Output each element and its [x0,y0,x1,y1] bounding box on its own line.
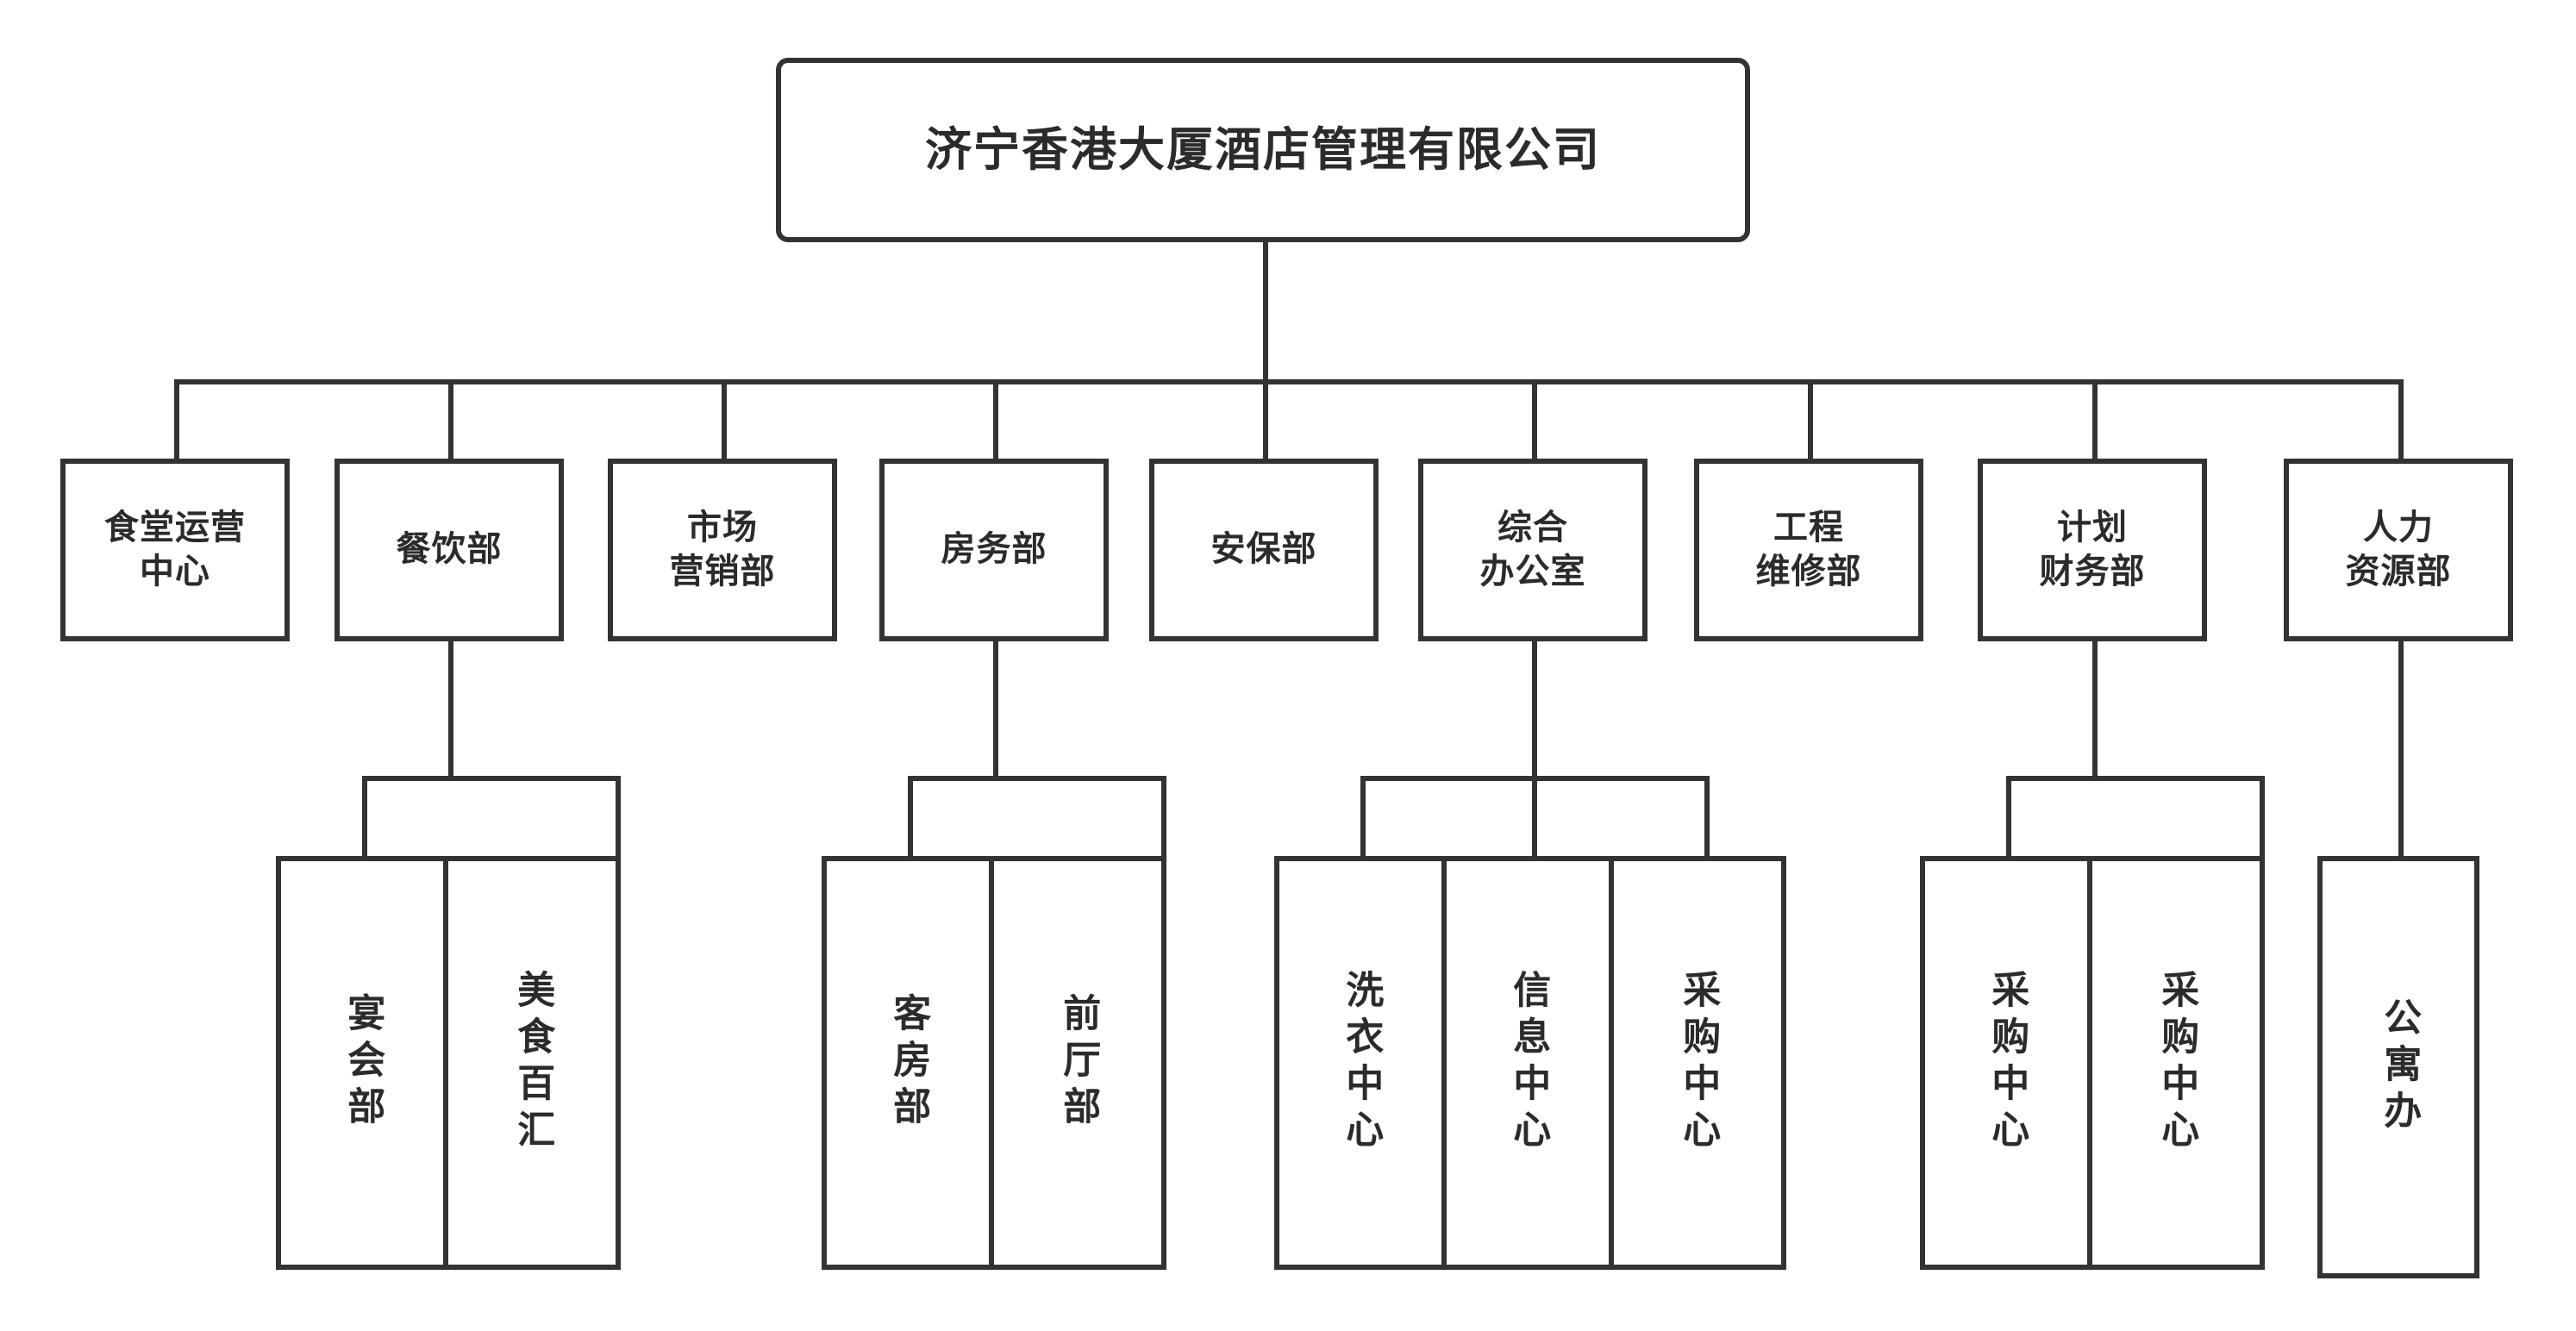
connector-drop-purchase3 [2260,776,2265,856]
org-node-label: 安保部 [1210,529,1317,570]
connector-drop-rooms [993,379,998,461]
connector-catering-bar [362,776,621,781]
connector-drop-purchase2 [2006,776,2011,856]
org-node-label: 综合 办公室 [1479,507,1586,591]
org-node-root[interactable]: 济宁香港大厦酒店管理有限公司 [776,58,1750,242]
connector-drop-frontdesk [1161,776,1166,856]
connector-finance-stem [2092,641,2098,778]
connector-drop-canteen [174,379,179,461]
org-node-frontdesk[interactable]: 前厅部 [989,856,1166,1270]
org-node-finance[interactable]: 计划 财务部 [1978,459,2207,641]
connector-level1-bus [174,379,2401,384]
connector-admin-stem [1532,641,1537,778]
org-node-banquet[interactable]: 宴会部 [276,856,448,1270]
org-node-canteen[interactable]: 食堂运营 中心 [60,459,290,641]
org-node-label: 宴会部 [341,993,385,1133]
org-node-label: 信息中心 [1506,970,1551,1156]
connector-catering-stem [448,641,453,778]
org-node-apartment[interactable]: 公寓办 [2317,856,2479,1278]
org-node-purchase2[interactable]: 采购中心 [1920,856,2092,1270]
org-node-label: 人力 资源部 [2345,507,2452,591]
org-node-label: 采购中心 [1985,970,2029,1156]
org-node-label: 美食百汇 [510,970,555,1156]
org-node-purchase1[interactable]: 采购中心 [1609,856,1786,1270]
org-node-buffet[interactable]: 美食百汇 [443,856,621,1270]
org-node-hr[interactable]: 人力 资源部 [2284,459,2513,641]
connector-drop-security [1263,379,1268,461]
connector-rooms-bar [908,776,1166,781]
org-node-label: 计划 财务部 [2039,507,2146,591]
org-node-guestroom[interactable]: 客房部 [822,856,994,1270]
connector-drop-admin [1532,379,1537,461]
org-node-label: 公寓办 [2377,997,2422,1137]
connector-finance-bar [2006,776,2265,781]
org-node-laundry[interactable]: 洗衣中心 [1274,856,1447,1270]
connector-drop-finance [2092,379,2098,461]
org-node-rooms[interactable]: 房务部 [879,459,1109,641]
connector-drop-it [1532,776,1537,856]
connector-drop-guestroom [908,776,913,856]
org-node-catering[interactable]: 餐饮部 [335,459,564,641]
connector-drop-buffet [616,776,621,856]
org-node-label: 客房部 [886,993,931,1133]
org-node-admin[interactable]: 综合 办公室 [1418,459,1648,641]
connector-drop-marketing [722,379,727,461]
connector-drop-laundry [1360,776,1366,856]
connector-root-stem [1263,242,1268,384]
connector-drop-engineering [1808,379,1813,461]
org-node-it[interactable]: 信息中心 [1441,856,1614,1270]
org-node-security[interactable]: 安保部 [1149,459,1379,641]
org-node-label: 前厅部 [1056,993,1101,1133]
org-node-engineering[interactable]: 工程 维修部 [1694,459,1923,641]
org-node-label: 市场 营销部 [669,507,776,591]
org-node-label: 餐饮部 [396,529,503,570]
connector-drop-purchase1 [1704,776,1710,856]
org-node-label: 济宁香港大厦酒店管理有限公司 [925,122,1601,178]
org-node-label: 食堂运营 中心 [104,507,246,591]
org-node-label: 采购中心 [1676,970,1721,1156]
connector-drop-banquet [362,776,367,856]
org-node-label: 洗衣中心 [1339,970,1384,1156]
connector-drop-apartment [2398,641,2404,856]
org-node-label: 采购中心 [2154,970,2199,1156]
connector-rooms-stem [993,641,998,778]
connector-drop-hr [2398,379,2404,461]
org-node-purchase3[interactable]: 采购中心 [2087,856,2265,1270]
org-node-label: 房务部 [941,529,1047,570]
connector-drop-catering [448,379,453,461]
org-node-marketing[interactable]: 市场 营销部 [608,459,837,641]
org-node-label: 工程 维修部 [1755,507,1862,591]
